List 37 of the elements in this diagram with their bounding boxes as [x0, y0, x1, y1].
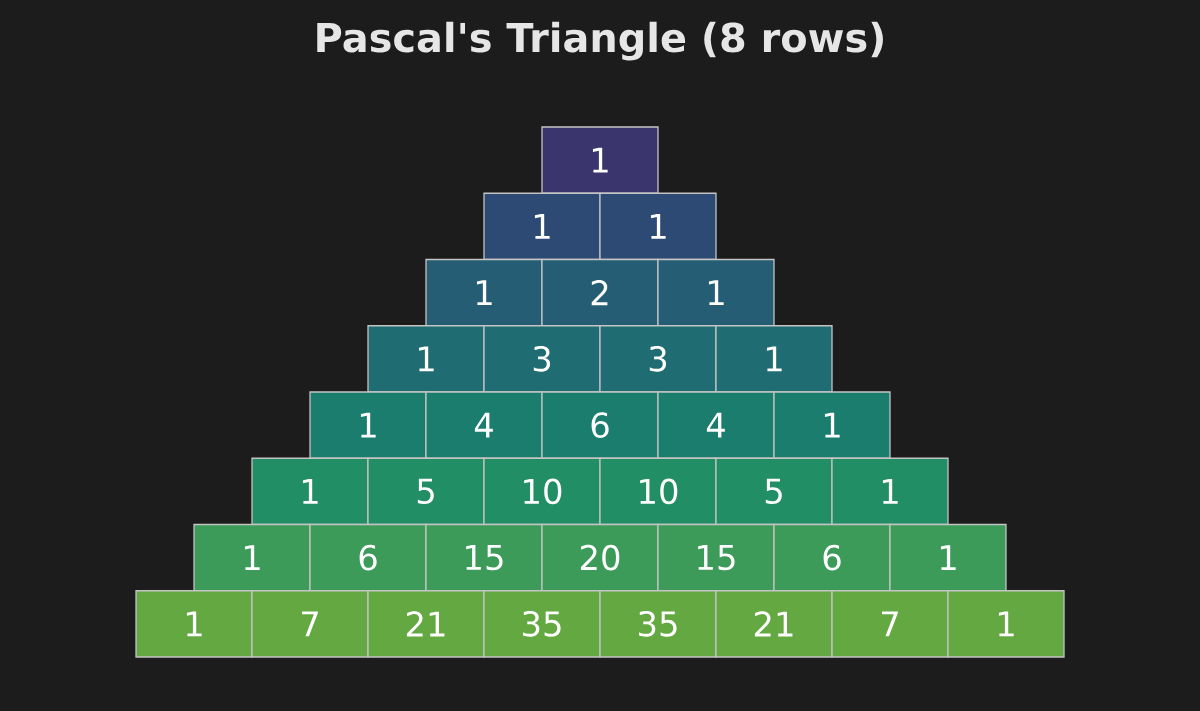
number-tile: 6 — [773, 523, 891, 592]
number-tile: 6 — [309, 523, 427, 592]
number-tile: 20 — [541, 523, 659, 592]
number-tile: 10 — [599, 457, 717, 526]
number-tile: 1 — [367, 325, 485, 393]
number-tile: 1 — [889, 523, 1007, 592]
number-tile: 1 — [947, 590, 1065, 658]
number-tile: 4 — [657, 391, 775, 459]
number-tile: 1 — [599, 192, 717, 261]
number-tile: 2 — [541, 258, 659, 327]
number-tile: 7 — [831, 590, 949, 658]
number-tile: 4 — [425, 391, 543, 459]
number-tile: 3 — [599, 325, 717, 393]
number-tile: 7 — [251, 590, 369, 658]
number-tile: 1 — [135, 590, 253, 658]
number-tile: 15 — [657, 523, 775, 592]
number-tile: 15 — [425, 523, 543, 592]
number-tile: 35 — [483, 590, 601, 658]
number-tile: 1 — [193, 523, 311, 592]
number-tile: 5 — [367, 457, 485, 526]
number-tile: 21 — [367, 590, 485, 658]
number-tile: 1 — [657, 258, 775, 327]
number-tile: 5 — [715, 457, 833, 526]
number-tile: 1 — [251, 457, 369, 526]
number-tile: 1 — [425, 258, 543, 327]
number-tile: 1 — [773, 391, 891, 459]
number-tile: 3 — [483, 325, 601, 393]
number-tile: 6 — [541, 391, 659, 459]
number-tile: 1 — [715, 325, 833, 393]
number-tile: 1 — [831, 457, 949, 526]
number-tile: 1 — [309, 391, 427, 459]
number-tile: 1 — [483, 192, 601, 261]
number-tile: 21 — [715, 590, 833, 658]
number-tile: 10 — [483, 457, 601, 526]
number-tile: 35 — [599, 590, 717, 658]
number-tile: 1 — [541, 126, 659, 194]
title: Pascal's Triangle (8 rows) — [317, 21, 883, 61]
